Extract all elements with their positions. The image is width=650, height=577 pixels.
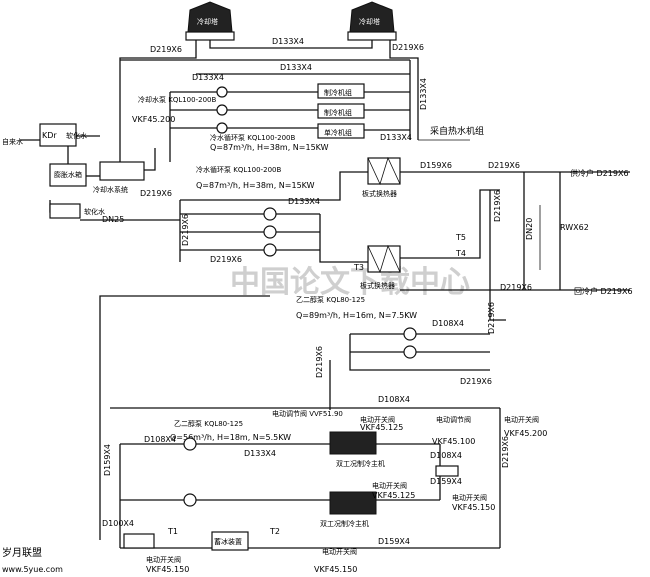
svg-text:单冷机组: 单冷机组: [324, 128, 352, 137]
svg-text:双工况制冷主机: 双工况制冷主机: [336, 459, 385, 468]
svg-text:电动开关阀: 电动开关阀: [146, 555, 181, 564]
label-d219x6-a: D219X6: [150, 45, 182, 54]
svg-text:VKF45.150: VKF45.150: [452, 503, 495, 512]
label-d133x4-d: D133X4: [192, 73, 224, 82]
footer-brand: 岁月联盟: [2, 546, 42, 559]
cooling-water-pipes: D219X6 D133X4 D219X6 D133X4 D133X4: [119, 37, 428, 165]
svg-text:T5: T5: [455, 233, 466, 242]
label-d219x6-b: D219X6: [392, 43, 424, 52]
svg-text:DN20: DN20: [525, 218, 534, 240]
svg-text:D159X4: D159X4: [430, 477, 462, 486]
label-vkf-a: VKF45.200: [132, 115, 175, 124]
svg-text:D108X4: D108X4: [144, 435, 176, 444]
svg-text:D133X4: D133X4: [244, 449, 276, 458]
svg-text:冷却塔: 冷却塔: [197, 17, 218, 26]
svg-text:电动开关阀: 电动开关阀: [372, 481, 407, 490]
svg-text:D219X6: D219X6: [210, 255, 242, 264]
chilled-pump-set: 冷水循环泵 KQL100-200B Q=87m³/h, H=38m, N=15K…: [80, 165, 368, 263]
plate-hx-2: 板式换热器 T4 T5 T3 D219X6 回冷户 D219X6 D219X6: [210, 189, 633, 296]
tap-water-label: 自来水: [2, 137, 23, 146]
svg-text:VKF45.200: VKF45.200: [504, 429, 547, 438]
svg-text:VKF45.150: VKF45.150: [146, 565, 189, 574]
svg-text:D219X6: D219X6: [500, 283, 532, 292]
svg-text:VKF45.150: VKF45.150: [314, 565, 357, 574]
svg-text:蓄冰装置: 蓄冰装置: [214, 537, 242, 546]
footer-url: www.5yue.com: [2, 565, 63, 574]
svg-text:电动调节阀 VVF51.90: 电动调节阀 VVF51.90: [272, 409, 343, 418]
water-treatment: 自来水 KDr 软化水 膨胀水箱 冷却水系统 软化水: [2, 123, 156, 219]
glycol-pump-set: 乙二醇泵 KQL80-125 Q=89m³/h, H=16m, N=7.5KW …: [99, 295, 492, 540]
svg-text:T3: T3: [353, 263, 364, 272]
svg-text:冷水循环泵 KQL100-200B: 冷水循环泵 KQL100-200B: [210, 133, 295, 142]
svg-text:板式换热器: 板式换热器: [360, 281, 395, 290]
cooling-tower-2: 冷却塔: [347, 1, 397, 41]
svg-text:D108X4: D108X4: [430, 451, 462, 460]
svg-text:乙二醇泵 KQL80-125: 乙二醇泵 KQL80-125: [296, 295, 365, 304]
svg-text:乙二醇泵 KQL80-125: 乙二醇泵 KQL80-125: [174, 419, 243, 428]
svg-text:VKF45.125: VKF45.125: [372, 491, 415, 500]
svg-text:膨胀水箱: 膨胀水箱: [54, 170, 82, 179]
svg-text:软化水: 软化水: [84, 207, 105, 216]
svg-text:Q=89m³/h, H=16m, N=7.5KW: Q=89m³/h, H=16m, N=7.5KW: [296, 311, 417, 320]
pump-set-2-label: 冷水循环泵 KQL100-200B: [196, 165, 281, 174]
svg-text:D100X4: D100X4: [102, 519, 134, 528]
svg-text:电动开关阀: 电动开关阀: [504, 415, 539, 424]
label-d159x6-a: D159X6: [420, 161, 452, 170]
svg-text:制冷机组: 制冷机组: [324, 88, 352, 97]
svg-text:冷却塔: 冷却塔: [359, 17, 380, 26]
plate-hx-1: 板式换热器 D159X6 D219X6 供冷户 D219X6: [362, 156, 630, 198]
pump-set-1-spec: Q=87m³/h, H=38m, N=15KW: [210, 143, 329, 152]
svg-text:T1: T1: [167, 527, 178, 536]
svg-text:VKF45.100: VKF45.100: [432, 437, 475, 446]
svg-text:电动开关阀: 电动开关阀: [452, 493, 487, 502]
svg-text:D108X4: D108X4: [432, 319, 464, 328]
svg-text:T4: T4: [455, 249, 466, 258]
svg-text:D219X6: D219X6: [493, 190, 502, 222]
label-d133x4-a: D133X4: [272, 37, 304, 46]
cold-water-system-label: 冷却水系统: [93, 185, 128, 194]
svg-text:Q=56m³/h, H=18m, N=5.5KW: Q=56m³/h, H=18m, N=5.5KW: [170, 433, 291, 442]
svg-text:D133X4: D133X4: [288, 197, 320, 206]
label-d133x4-e: D133X4: [380, 133, 412, 142]
svg-text:板式换热器: 板式换热器: [362, 189, 397, 198]
svg-text:电动调节阀: 电动调节阀: [436, 415, 471, 424]
supply-label: 供冷户 D219X6: [570, 168, 629, 178]
svg-text:D159X4: D159X4: [378, 537, 410, 546]
svg-text:电动开关阀: 电动开关阀: [322, 547, 357, 556]
right-loop: DN20 RWX62 D219X6 D219X6: [487, 172, 589, 334]
label-d219x6-c: D219X6: [488, 161, 520, 170]
label-d133x4-b: D133X4: [280, 63, 312, 72]
svg-text:D219X6: D219X6: [487, 302, 496, 334]
svg-text:T2: T2: [269, 527, 280, 536]
ice-storage-loop: D108X4 电动调节阀 VVF51.90 乙二醇泵 KQL80-125 Q=5…: [102, 395, 547, 574]
svg-text:双工况制冷主机: 双工况制冷主机: [320, 519, 369, 528]
pump-set-2-spec: Q=87m³/h, H=38m, N=15KW: [196, 181, 315, 190]
hot-water-unit-label: 采自热水机组: [430, 125, 484, 137]
svg-text:电动开关阀: 电动开关阀: [360, 415, 395, 424]
watermark: 中国论文下载中心: [230, 265, 470, 300]
rwx-label: RWX62: [560, 223, 589, 232]
cooling-pump-set: 冷却水泵 KQL100-200B VKF45.200 D133X4 Q=87m³…: [132, 73, 484, 162]
svg-text:D219X6: D219X6: [140, 189, 172, 198]
svg-text:D219X6: D219X6: [460, 377, 492, 386]
return-label: 回冷户 D219X6: [574, 286, 633, 296]
svg-text:D159X4: D159X4: [103, 444, 112, 476]
svg-text:VKF45.125: VKF45.125: [360, 423, 403, 432]
svg-text:制冷机组: 制冷机组: [324, 108, 352, 117]
svg-text:KDr: KDr: [42, 131, 57, 140]
svg-text:D219X6: D219X6: [181, 214, 190, 246]
cooling-tower-1: 冷却塔: [185, 1, 235, 41]
pump-set-1-label: 冷却水泵 KQL100-200B: [138, 95, 216, 104]
label-d133x4-c: D133X4: [419, 78, 428, 110]
svg-text:D108X4: D108X4: [378, 395, 410, 404]
svg-text:D219X6: D219X6: [501, 436, 510, 468]
svg-text:D219X6: D219X6: [315, 346, 324, 378]
